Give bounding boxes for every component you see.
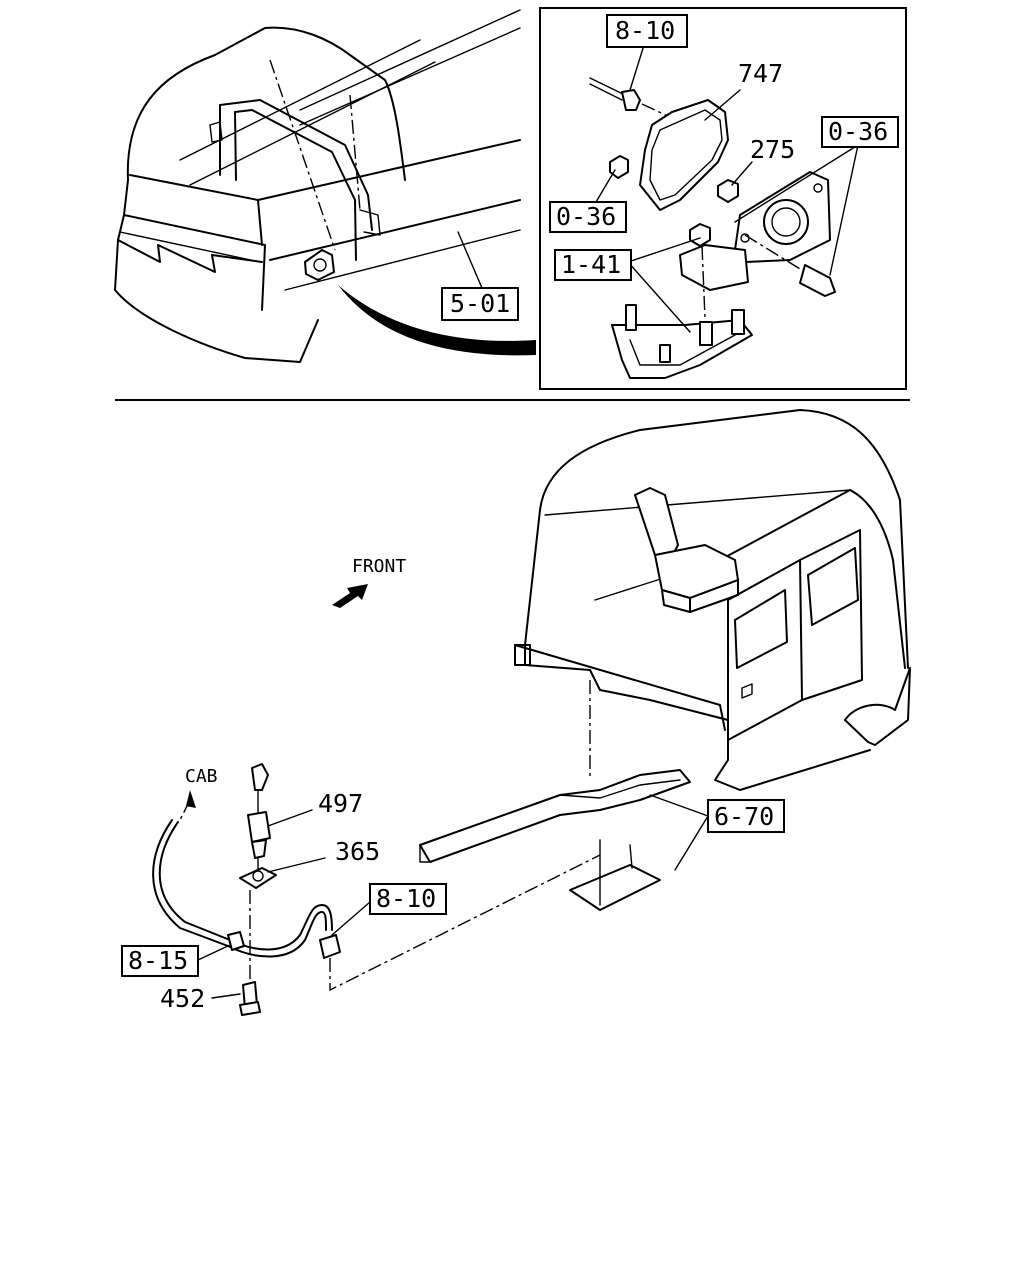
part-365-label: 365: [335, 837, 380, 866]
ref-box-0-36-left: [549, 201, 627, 233]
cab-direction-label: CAB: [185, 766, 218, 787]
wiring-harness: [152, 819, 341, 959]
ref-box-0-36-right: [821, 116, 899, 148]
front-direction-label: FRONT: [352, 556, 406, 577]
engine-hood-illustration: [114, 9, 521, 363]
frame-rail-illustration: [419, 769, 691, 911]
ref-0-36-right-label: 0-36: [828, 117, 888, 146]
cab-illustration: [514, 409, 911, 791]
part-452-label: 452: [160, 984, 205, 1013]
part-275-label: 275: [750, 135, 795, 164]
detail-callout-arrow: [338, 285, 536, 356]
ref-6-70-label: 6-70: [714, 802, 774, 831]
part-747-label: 747: [738, 59, 783, 88]
ref-0-36-left-label: 0-36: [556, 202, 616, 231]
ref-1-41-label: 1-41: [561, 250, 621, 279]
ref-8-10-top-label: 8-10: [615, 16, 675, 45]
ref-box-6-70: [707, 799, 785, 833]
control-unit-assembly: [589, 77, 836, 379]
ref-8-15-label: 8-15: [128, 946, 188, 975]
ref-box-5-01: [441, 287, 519, 321]
front-direction-arrow: [332, 584, 368, 608]
ref-5-01-label: 5-01: [450, 289, 510, 318]
ref-box-8-15: [121, 945, 199, 977]
part-497-label: 497: [318, 789, 363, 818]
switch-assembly: [239, 763, 277, 1016]
ref-box-1-41: [554, 249, 632, 281]
ref-8-10-bottom-label: 8-10: [376, 884, 436, 913]
ref-box-8-10-bottom: [369, 883, 447, 915]
ref-box-8-10-top: [606, 14, 688, 48]
